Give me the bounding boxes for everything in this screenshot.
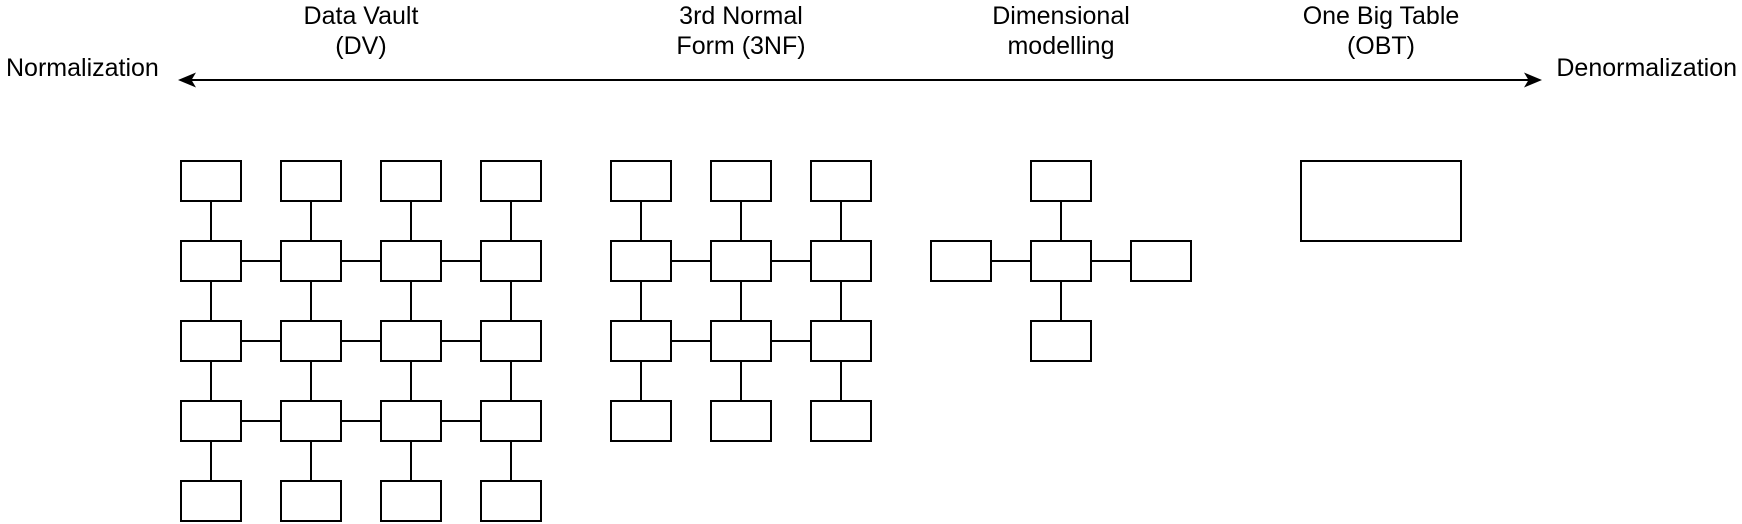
table-node [1030,320,1092,362]
table-node [610,320,672,362]
table-node [610,400,672,442]
table-node [810,240,872,282]
method-label-line2: (DV) [335,32,387,60]
axis-label-denormalization: Denormalization [1556,54,1737,82]
table-node [480,480,542,522]
method-label-obt: One Big Table (OBT) [1303,1,1460,61]
table-node [1130,240,1192,282]
arrow-head-left [178,72,196,88]
table-node [710,240,772,282]
third-normal-form-diagram [610,160,872,442]
table-node [710,160,772,202]
table-node [810,160,872,202]
table-node [610,160,672,202]
table-node [180,400,242,442]
one-big-table-diagram [1300,160,1462,242]
table-node [1030,160,1092,202]
normalization-spectrum-arrow [178,72,1542,88]
method-label-3nf: 3rd Normal Form (3NF) [676,1,805,61]
table-node [930,240,992,282]
table-node [180,320,242,362]
table-node [1300,160,1462,242]
table-node [480,320,542,362]
method-label-line2: Form (3NF) [676,32,806,60]
method-label-line1: Data Vault [303,2,419,30]
data-vault-diagram [180,160,542,522]
table-node [480,400,542,442]
table-node [480,240,542,282]
table-node [710,320,772,362]
method-label-line1: One Big Table [1302,2,1460,30]
table-node [380,240,442,282]
table-node [180,240,242,282]
dimensional-modelling-diagram [930,160,1192,362]
table-node [180,160,242,202]
table-node [1030,240,1092,282]
method-label-line1: 3rd Normal [679,2,803,30]
table-node [280,240,342,282]
table-node [480,160,542,202]
method-label-line2: modelling [1007,32,1115,60]
axis-label-normalization: Normalization [6,54,159,82]
table-node [710,400,772,442]
table-node [380,480,442,522]
table-node [810,320,872,362]
table-node [280,320,342,362]
table-node [380,320,442,362]
table-node [380,160,442,202]
method-label-data-vault: Data Vault (DV) [304,1,419,61]
table-node [180,480,242,522]
table-node [810,400,872,442]
table-node [610,240,672,282]
table-node [280,160,342,202]
arrow-head-right [1524,72,1542,88]
method-label-line2: (OBT) [1346,32,1416,60]
table-node [280,400,342,442]
method-label-line1: Dimensional [992,2,1130,30]
method-label-dimensional: Dimensional modelling [992,1,1130,61]
table-node [380,400,442,442]
table-node [280,480,342,522]
